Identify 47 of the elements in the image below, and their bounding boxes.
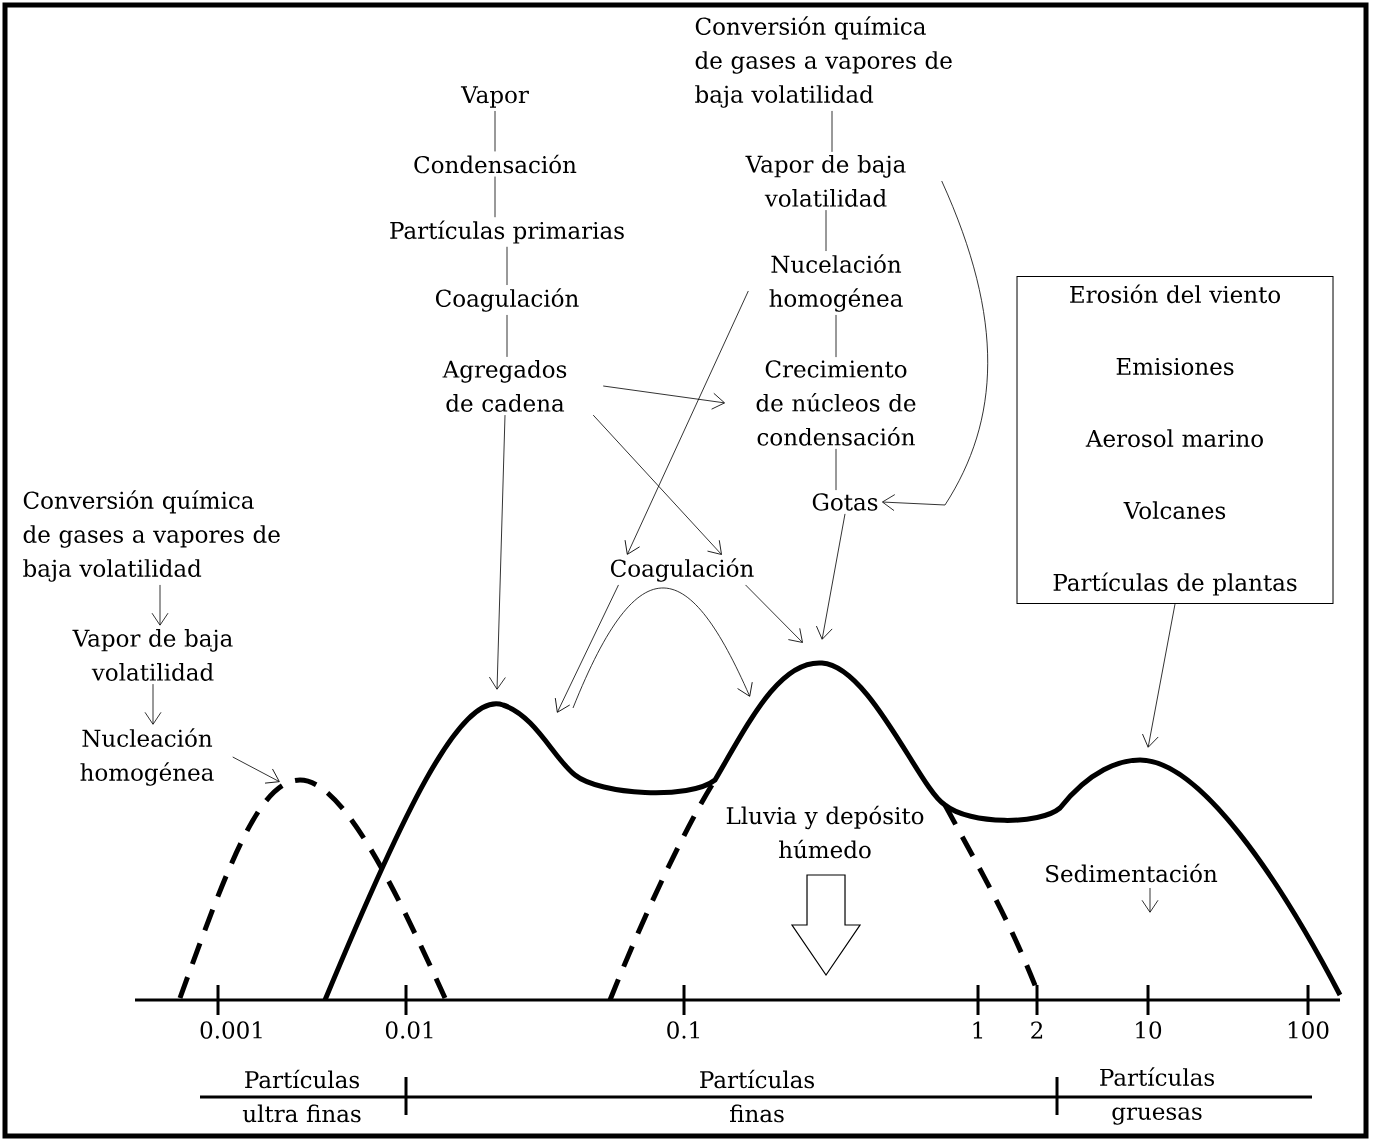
tick-label: 10 [1136,1021,1162,1039]
process-label: Condensación [414,154,577,174]
process-label: Nucelación homogénea [769,254,903,312]
process-label: Sedimentación [1046,863,1218,883]
connector-line [835,314,837,358]
arrow [144,683,162,725]
connector-line [506,246,508,286]
arrow [592,414,722,555]
arrow [816,513,846,640]
connector-line [494,110,496,152]
source-box: Erosión del viento Emisiones Aerosol marino Volcanes Partículas de plantas [1016,275,1334,605]
connector-line [494,176,496,218]
process-label: Vapor de baja volatilidad [745,155,906,207]
process-label: Gotas [812,493,878,511]
size-range-label: Partículas ultra finas [242,1069,361,1123]
arrow [232,756,280,784]
process-label: Nucleación homogénea [80,728,214,786]
arrow [624,290,749,555]
connector-line [825,209,827,252]
tick-label: 0.01 [385,1021,433,1039]
connector-line [831,110,833,153]
arrow [745,584,803,643]
process-label: Vapor de baja volatilidad [72,629,233,681]
tick-label: 0.001 [200,1021,262,1039]
arrow [882,180,989,511]
size-range-label: Partículas gruesas [1100,1067,1214,1125]
tick-label: 2 [1031,1021,1043,1039]
tick-label: 0.1 [667,1021,700,1039]
arrow [489,414,506,690]
arrow [602,385,725,410]
process-label: Agregados de cadena [442,360,567,412]
process-label: Lluvia y depósito húmedo [726,805,924,859]
process-label: Conversión química de gases a vapores de baja volatilidad [695,16,952,108]
process-label: Vapor [460,86,529,108]
process-label: Coagulación [610,558,754,582]
process-label: Conversión química de gases a vapores de baja volatilidad [23,490,280,582]
process-label: Coagulación [435,288,579,312]
process-label: Crecimiento de núcleos de condensación [756,360,916,446]
arrow [151,584,169,626]
arrow [554,584,619,713]
process-label: Partículas primarias [390,220,624,244]
tick-label: 100 [1288,1021,1329,1039]
connector-line [506,314,508,358]
tick-label: 1 [973,1021,983,1039]
connector-line [835,448,837,491]
arrow [1142,603,1176,748]
size-range-label: Partículas finas [700,1069,814,1123]
